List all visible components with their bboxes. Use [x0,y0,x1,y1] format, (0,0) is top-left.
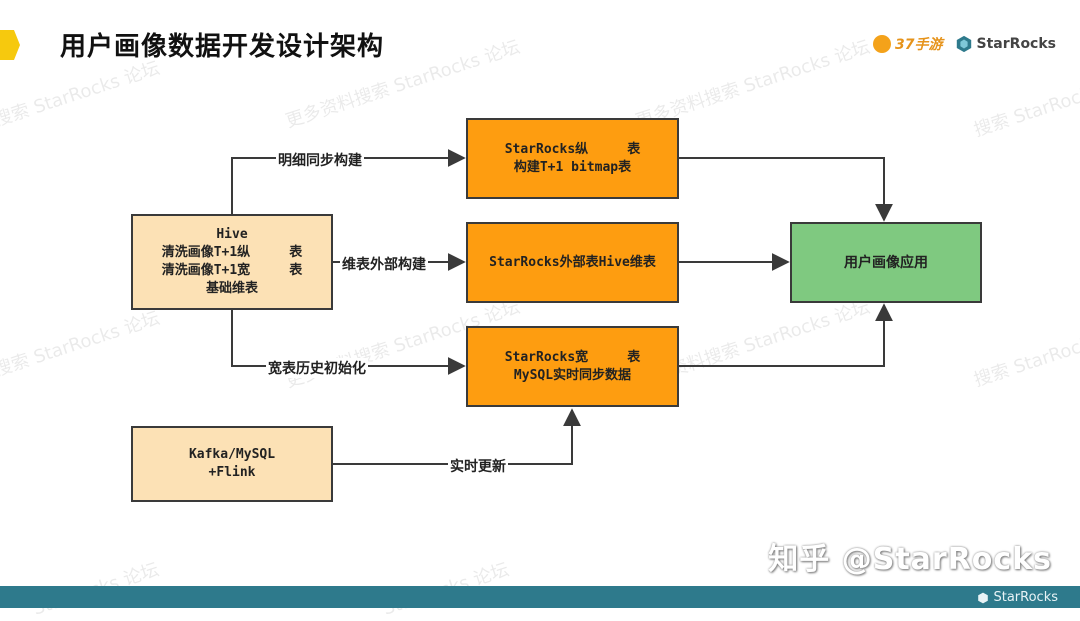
node-user-profile-app: 用户画像应用 [790,222,982,303]
header-logos: 37手游 StarRocks [873,34,1056,54]
starrocks-footer-icon [978,592,989,603]
node-starrocks-wide: StarRocks宽 表 MySQL实时同步数据 [466,326,679,407]
footer-bar [0,586,1080,608]
node-kafka-line: Kafka/MySQL [188,447,276,462]
node-app-line: 用户画像应用 [844,254,928,271]
footer-brand-text: StarRocks [993,590,1058,605]
node-starrocks-external: StarRocks外部表Hive维表 [466,222,679,303]
edge-vertical-to-app [679,157,893,222]
logo-37: 37手游 [873,34,943,54]
edge-label-dim-external: 维表外部构建 [340,254,428,274]
edge-label-wide-init: 宽表历史初始化 [266,358,368,378]
node-hive-line: 基础维表 [205,281,258,296]
edge-wide-init [231,310,466,375]
logo-37-icon [873,35,892,53]
node-kafka-flink: Kafka/MySQL +Flink [131,426,333,502]
diagram-connectors [231,149,893,465]
node-sr-external-line: StarRocks外部表Hive维表 [489,254,656,270]
node-sr-vertical-line: 构建T+1 bitmap表 [513,159,632,175]
edge-label-detail-sync: 明细同步构建 [276,150,364,170]
footer-brand: StarRocks [977,590,1058,605]
node-kafka-line: +Flink [208,465,256,480]
node-starrocks-vertical: StarRocks纵 表 构建T+1 bitmap表 [466,118,679,199]
logo-37-text: 37手游 [895,37,943,53]
node-hive-line: 清洗画像T+1宽 表 [161,263,303,278]
starrocks-logo-icon [956,35,971,53]
edge-label-realtime-update: 实时更新 [448,456,508,476]
node-hive-line: 清洗画像T+1纵 表 [161,245,303,260]
node-sr-wide-line: StarRocks宽 表 [504,349,641,365]
node-sr-wide-line: MySQL实时同步数据 [513,367,632,383]
node-hive: Hive 清洗画像T+1纵 表 清洗画像T+1宽 表 基础维表 [131,214,333,310]
logo-starrocks: StarRocks [955,35,1056,53]
node-sr-vertical-line: StarRocks纵 表 [504,141,641,157]
edge-wide-to-app [679,303,893,367]
title-accent-tab [0,30,20,60]
edge-realtime-update [333,408,581,465]
logo-starrocks-text: StarRocks [976,36,1056,52]
node-hive-line: Hive [216,227,248,242]
page-title: 用户画像数据开发设计架构 [60,32,385,62]
edge-detail-sync [231,149,466,216]
zhihu-watermark: 知乎 @StarRocks [768,542,1052,577]
